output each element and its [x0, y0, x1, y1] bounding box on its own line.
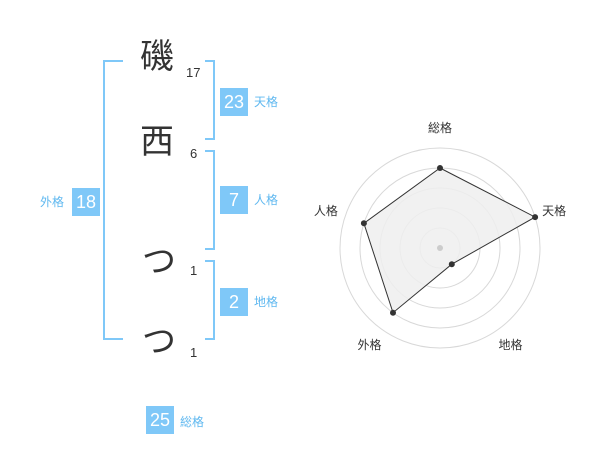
name-char-3: つ — [142, 242, 176, 282]
name-char-2: 西 — [140, 122, 174, 162]
jinkaku-bracket-bottom — [205, 248, 215, 250]
stroke-count-2: 6 — [190, 146, 198, 161]
radar-axis-label-1: 総格 — [428, 120, 452, 135]
stroke-count-1: 17 — [186, 65, 201, 80]
chikaku-bracket-vertical — [213, 260, 215, 340]
radar-ring-3 — [379, 187, 501, 309]
tenkaku-bracket-vertical — [213, 60, 215, 140]
stroke-count-3: 1 — [190, 263, 198, 278]
radar-axis-label-3: 地格 — [498, 337, 522, 352]
radar-ring-outer — [339, 147, 541, 349]
radar-point-1 — [437, 165, 443, 171]
soukaku-badge: 25 — [146, 406, 174, 434]
name-char-1: 磯 — [140, 37, 174, 77]
radar-point-5 — [360, 220, 367, 227]
radar-ring-2 — [399, 207, 481, 289]
name-char-4: つ — [142, 322, 176, 362]
radar-polygon — [363, 167, 537, 314]
tenkaku-bracket-bottom — [205, 138, 215, 140]
stroke-count-4: 1 — [190, 345, 198, 360]
jinkaku-bracket-top — [205, 150, 215, 152]
radar-axis-label-2: 天格 — [542, 203, 566, 218]
jinkaku-badge: 7 — [220, 186, 248, 214]
chikaku-badge: 2 — [220, 288, 248, 316]
gaikaku-label: 外格 — [40, 195, 65, 209]
gaikaku-badge: 18 — [72, 188, 100, 216]
radar-center-dot — [437, 245, 443, 251]
gaikaku-bracket-bottom — [103, 338, 123, 340]
radar-axis-label-4: 外格 — [357, 337, 381, 352]
tenkaku-badge: 23 — [220, 88, 248, 116]
gaikaku-bracket-top — [103, 60, 123, 62]
radar-axis-label-5: 人格 — [314, 203, 338, 218]
chikaku-label: 地格 — [254, 295, 279, 309]
radar-point-2 — [532, 214, 539, 221]
tenkaku-label: 天格 — [254, 95, 279, 109]
chikaku-bracket-bottom — [205, 338, 215, 340]
radar-ring-1 — [419, 227, 461, 269]
chikaku-bracket-top — [205, 260, 215, 262]
jinkaku-bracket-vertical — [213, 150, 215, 250]
jinkaku-label: 人格 — [254, 193, 279, 207]
radar-ring-4 — [359, 167, 521, 329]
tenkaku-bracket-top — [205, 60, 215, 62]
radar-point-3 — [448, 261, 455, 268]
soukaku-label: 総格 — [180, 415, 205, 429]
radar-point-4 — [390, 309, 396, 316]
gaikaku-bracket-vertical — [103, 60, 105, 340]
